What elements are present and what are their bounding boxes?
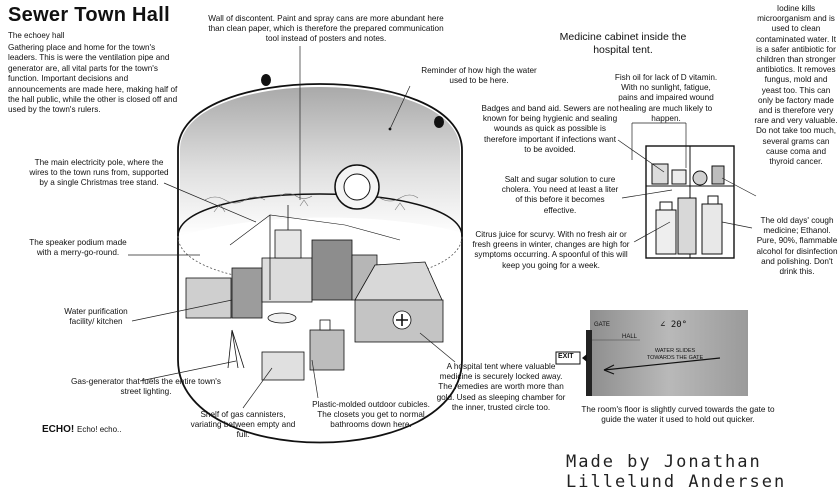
floor-label-angle: ∠ 20° (660, 320, 688, 330)
medicine-cabinet (645, 145, 735, 259)
floor-label-hall: HALL (622, 334, 638, 340)
annotation-hospital-tent: A hospital tent where valuable medicine … (436, 362, 566, 412)
floor-label-gate: GATE (594, 322, 610, 328)
cabinet-note-badges: Badges and band aid. Sewers are not know… (481, 104, 619, 154)
author-credit: Made by Jonathan Lillelund Andersen (566, 452, 787, 492)
intro-text: Gathering place and home for the town's … (8, 43, 178, 115)
floor-diagram (555, 310, 748, 396)
pipe-ring (334, 164, 380, 210)
ventilation-holes (261, 74, 444, 128)
cabinet-title: Medicine cabinet inside the hospital ten… (559, 31, 687, 56)
floor-label-exit: EXIT (558, 353, 574, 360)
annotation-wall: Wall of discontent. Paint and spray cans… (208, 14, 444, 44)
cabinet-note-citrus: Citrus juice for scurvy. With no fresh a… (472, 230, 630, 270)
annotation-gas-shelf: Shelf of gas cannisters, variating betwe… (190, 410, 296, 440)
leader-lines (128, 46, 456, 409)
annotation-water-purification: Water purification facility/ kitchen (64, 307, 128, 327)
page-subtitle: The echoey hall (8, 31, 65, 40)
cabinet-note-iodine: Iodine kills microorganism and is used t… (754, 4, 838, 167)
cabinet-leaders (617, 122, 757, 243)
cabinet-note-salt-sugar: Salt and sugar solution to cure cholera.… (501, 175, 619, 215)
page-title: Sewer Town Hall (8, 4, 170, 26)
echo-main: ECHO! (42, 424, 75, 435)
town-structures (185, 205, 444, 381)
annotation-water-reminder: Reminder of how high the water used to b… (421, 66, 537, 86)
annotation-cubicles: Plastic-molded outdoor cubicles. The clo… (312, 400, 430, 430)
floor-label-arrow: WATER SLIDES TOWARDS THE GATE (646, 348, 704, 361)
annotation-gas-generator: Gas-generator that fuels the entire town… (71, 377, 221, 397)
annotation-electricity-pole: The main electricity pole, where the wir… (29, 158, 169, 188)
floor-caption: The room's floor is slightly curved towa… (581, 405, 775, 425)
cabinet-note-fish-oil: Fish oil for lack of D vitamin. With no … (614, 73, 718, 123)
echo-rest: Echo! echo.. (77, 425, 122, 434)
cabinet-note-cough: The old days' cough medicine; Ethanol. P… (756, 216, 838, 277)
echo-text: ECHO! Echo! echo.. (42, 424, 122, 435)
illustration-layer (128, 46, 757, 444)
annotation-speaker-podium: The speaker podium made with a merry-go-… (29, 238, 127, 258)
